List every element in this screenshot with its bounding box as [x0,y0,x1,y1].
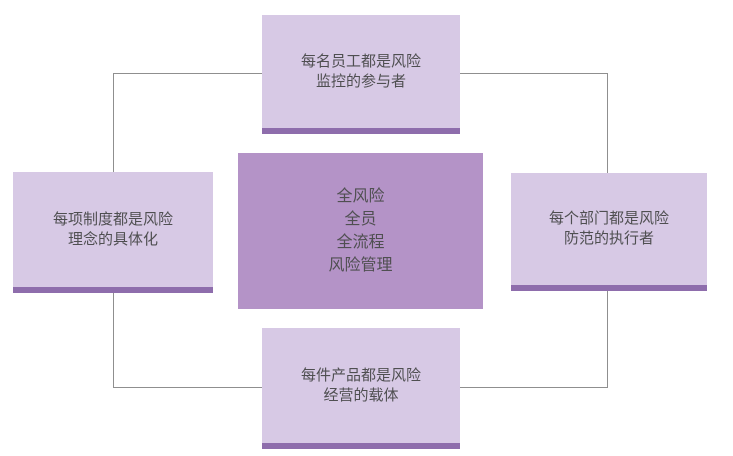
diagram-center-node-risk-management: 全风险 全员 全流程 风险管理 [238,153,483,309]
center-text-line: 风险管理 [328,257,393,274]
diagram-node-right-departments: 每个部门都是风险 防范的执行者 [511,173,707,291]
center-text-line: 全风险 [336,188,385,205]
node-text-line: 每名员工都是风险 [300,52,421,70]
node-text-line: 每件产品都是风险 [300,366,421,384]
center-text-line: 全流程 [336,234,385,251]
diagram-node-left-systems: 每项制度都是风险 理念的具体化 [13,172,213,293]
node-text-line: 每项制度都是风险 [52,210,173,228]
node-text-line: 监控的参与者 [315,72,406,90]
diagram-node-bottom-products: 每件产品都是风险 经营的载体 [262,328,460,449]
node-text-line: 防范的执行者 [563,230,654,247]
diagram-node-top-employees: 每名员工都是风险 监控的参与者 [262,15,460,134]
node-text-line: 理念的具体化 [67,230,158,248]
node-text-line: 经营的载体 [323,386,399,404]
center-text-line: 全员 [344,211,377,228]
node-text-line: 每个部门都是风险 [548,210,669,227]
